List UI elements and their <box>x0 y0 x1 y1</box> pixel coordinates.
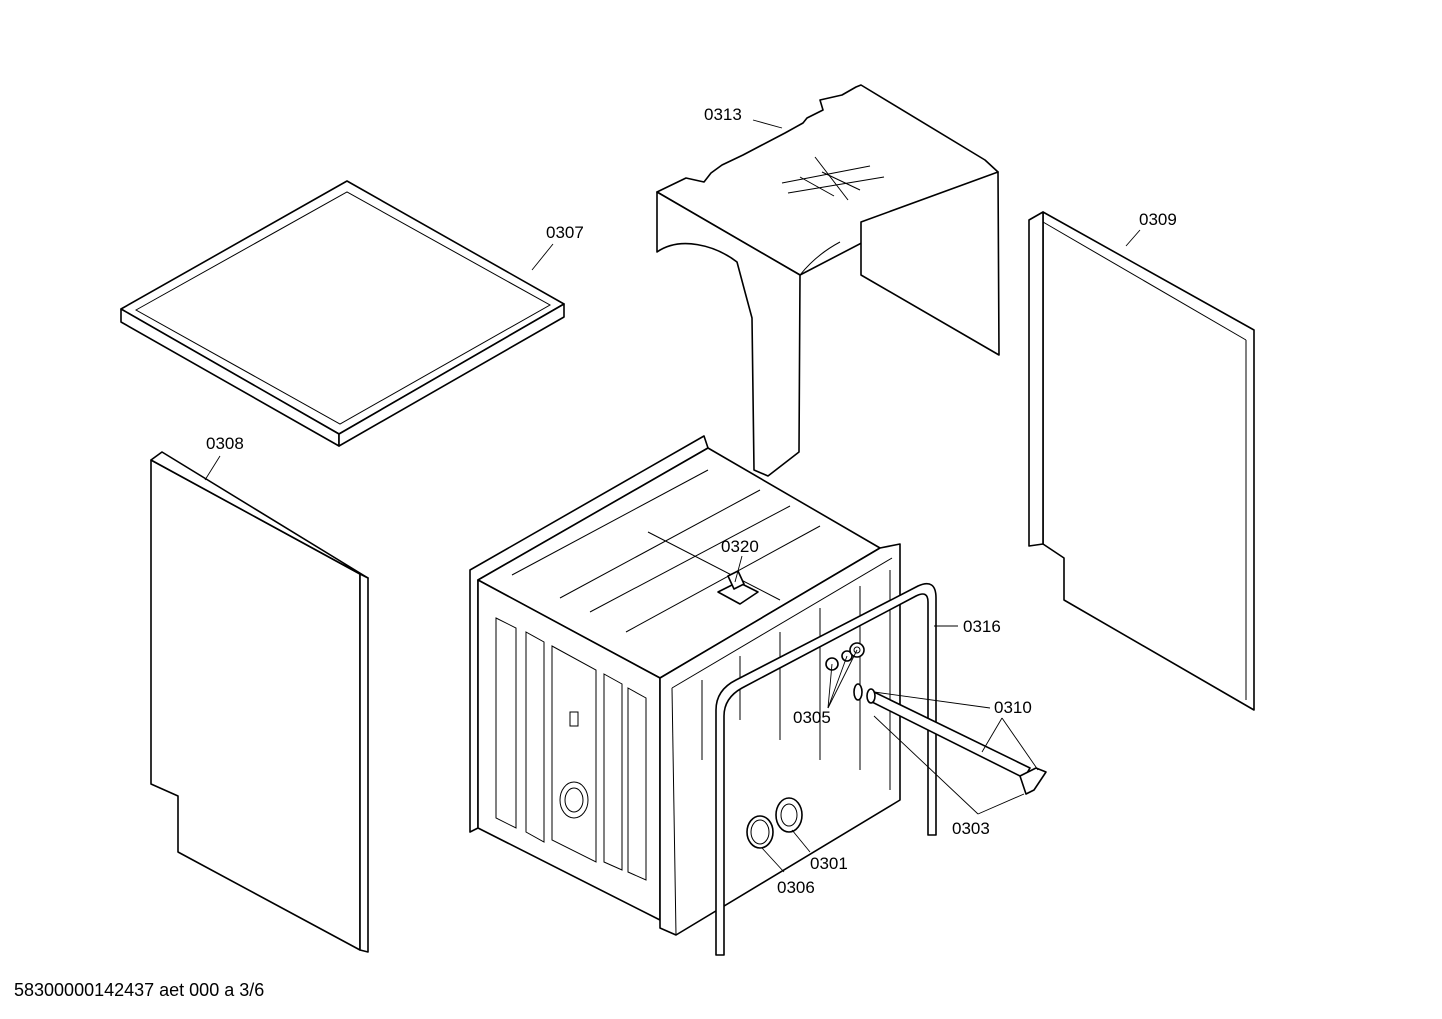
label-0310: 0310 <box>994 698 1032 717</box>
label-0320: 0320 <box>721 537 759 556</box>
part-0316-door-seal[interactable] <box>715 582 937 956</box>
label-0309: 0309 <box>1139 210 1177 229</box>
drawing-id-footer: 58300000142437 aet 000 a 3/6 <box>14 980 265 1000</box>
label-0313: 0313 <box>704 105 742 124</box>
part-0310-hose[interactable] <box>853 683 1047 795</box>
label-0316: 0316 <box>963 617 1001 636</box>
part-0307-top-plate[interactable] <box>120 180 565 447</box>
part-0309-right-side-panel[interactable] <box>1028 211 1255 711</box>
label-0303: 0303 <box>952 819 990 838</box>
part-0313-insulation-hood[interactable] <box>656 84 1000 477</box>
leader-lines <box>204 119 1141 873</box>
label-0305: 0305 <box>793 708 831 727</box>
label-0307: 0307 <box>546 223 584 242</box>
label-0308: 0308 <box>206 434 244 453</box>
label-0301: 0301 <box>810 854 848 873</box>
part-0301-drain-cover[interactable] <box>775 797 803 833</box>
part-0308-left-side-panel[interactable] <box>150 451 369 953</box>
label-0306: 0306 <box>777 878 815 897</box>
part-0306-ring[interactable] <box>746 815 774 849</box>
